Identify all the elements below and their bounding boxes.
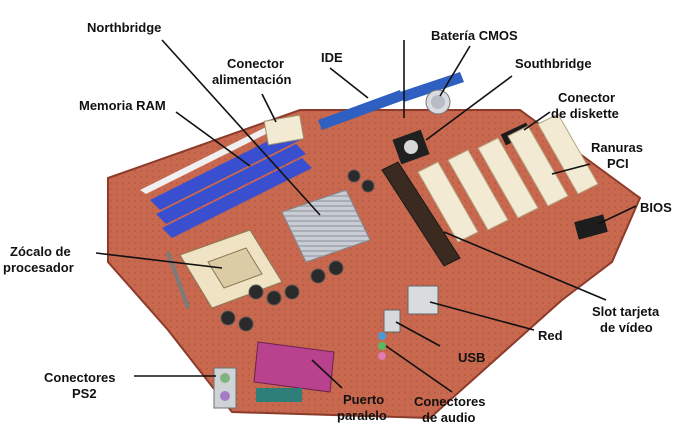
agp-slot bbox=[381, 161, 461, 267]
leader-red bbox=[429, 301, 535, 331]
serial-port bbox=[256, 388, 302, 402]
label-pci-2: PCI bbox=[607, 156, 629, 171]
pci-slots bbox=[417, 113, 599, 243]
ram-slot bbox=[150, 130, 300, 210]
cmos-battery bbox=[425, 89, 451, 115]
label-diskette-1: Conector bbox=[558, 90, 615, 105]
leader-paralelo bbox=[311, 359, 343, 389]
label-audio-1: Conectores bbox=[414, 394, 486, 409]
pci-slot bbox=[447, 149, 509, 231]
battery-top bbox=[431, 95, 445, 109]
pci-slot bbox=[477, 137, 539, 219]
usb-ports bbox=[383, 309, 401, 333]
leader-bateria-cmos bbox=[439, 45, 471, 97]
capacitor bbox=[361, 179, 375, 193]
southbridge-chip bbox=[392, 129, 430, 165]
label-memoria-ram: Memoria RAM bbox=[79, 98, 166, 113]
label-pci-1: Ranuras bbox=[591, 140, 643, 155]
label-usb: USB bbox=[458, 350, 485, 365]
label-ide: IDE bbox=[321, 50, 343, 65]
leader-pci bbox=[551, 163, 591, 175]
label-ps2-1: Conectores bbox=[44, 370, 116, 385]
leader-audio bbox=[385, 345, 453, 393]
ide-connectors bbox=[318, 72, 464, 130]
label-northbridge: Northbridge bbox=[87, 20, 161, 35]
capacitor bbox=[220, 310, 236, 326]
label-diskette-2: de diskette bbox=[551, 106, 619, 121]
capacitor bbox=[248, 284, 264, 300]
heatsink-fins bbox=[282, 190, 370, 262]
audio-jack bbox=[378, 352, 386, 360]
southbridge-logo bbox=[404, 140, 418, 154]
label-slot-video-2: de vídeo bbox=[600, 320, 653, 335]
label-red: Red bbox=[538, 328, 563, 343]
ram-slots bbox=[140, 120, 312, 238]
leader-zocalo bbox=[95, 252, 223, 269]
northbridge-heatsink bbox=[281, 189, 371, 263]
label-southbridge: Southbridge bbox=[515, 56, 592, 71]
leader-diskette bbox=[523, 111, 551, 131]
ide-connector bbox=[318, 90, 404, 130]
socket-lever bbox=[165, 251, 191, 309]
ram-slot bbox=[156, 144, 306, 224]
ram-slot bbox=[162, 158, 312, 238]
labels: Northbridge IDE Batería CMOS Conector al… bbox=[3, 20, 672, 425]
leader-bios bbox=[597, 205, 637, 225]
io-panel bbox=[213, 285, 439, 409]
ide-connector bbox=[400, 72, 464, 102]
leader-alimentacion bbox=[261, 93, 277, 123]
label-slot-video-1: Slot tarjeta bbox=[592, 304, 660, 319]
leader-usb bbox=[395, 321, 441, 347]
capacitors bbox=[220, 169, 375, 332]
ps2-port bbox=[220, 373, 230, 383]
leader-lines bbox=[95, 39, 637, 393]
label-alimentacion-1: Conector bbox=[227, 56, 284, 71]
capacitor bbox=[284, 284, 300, 300]
capacitor bbox=[238, 316, 254, 332]
pci-slot bbox=[417, 161, 479, 243]
label-zocalo-2: procesador bbox=[3, 260, 74, 275]
ps2-port bbox=[220, 391, 230, 401]
capacitor bbox=[266, 290, 282, 306]
bios-chip bbox=[574, 214, 608, 240]
ps2-connectors bbox=[213, 367, 237, 409]
label-paralelo-2: paralelo bbox=[337, 408, 387, 423]
ram-slot bbox=[140, 120, 286, 194]
pci-slot bbox=[507, 125, 569, 207]
leader-slot-video bbox=[443, 231, 607, 301]
leader-northbridge bbox=[161, 39, 321, 216]
label-ps2-2: PS2 bbox=[72, 386, 97, 401]
audio-jack bbox=[378, 332, 386, 340]
label-paralelo-1: Puerto bbox=[343, 392, 384, 407]
label-bateria-cmos: Batería CMOS bbox=[431, 28, 518, 43]
leader-ide bbox=[329, 67, 369, 99]
label-audio-2: de audio bbox=[422, 410, 476, 425]
power-connector bbox=[263, 114, 305, 146]
label-zocalo-1: Zócalo de bbox=[10, 244, 71, 259]
capacitor bbox=[328, 260, 344, 276]
leader-southbridge bbox=[425, 75, 513, 141]
label-bios: BIOS bbox=[640, 200, 672, 215]
parallel-port bbox=[253, 341, 335, 393]
leader-memoria-ram bbox=[175, 111, 251, 167]
capacitor bbox=[310, 268, 326, 284]
audio-jack bbox=[378, 342, 386, 350]
capacitor bbox=[347, 169, 361, 183]
socket-center bbox=[207, 247, 263, 289]
label-alimentacion-2: alimentación bbox=[212, 72, 292, 87]
network-port bbox=[407, 285, 439, 315]
